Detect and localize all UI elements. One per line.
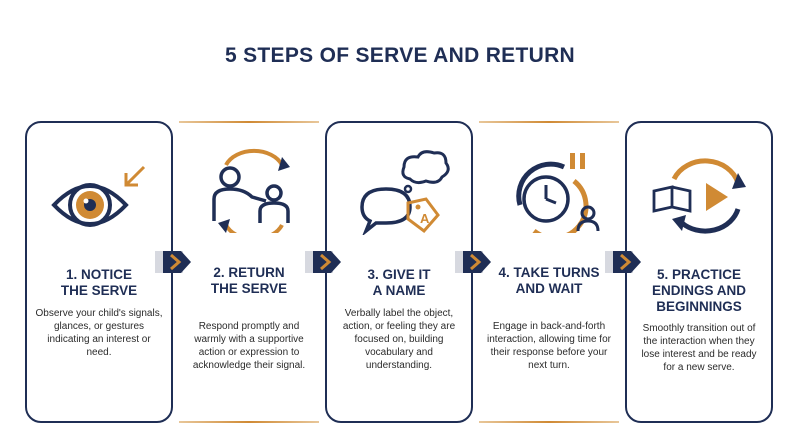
divider xyxy=(479,121,619,123)
step-card-give-name: A 3. GIVE IT A NAME Verbally label the o… xyxy=(325,121,473,423)
chevron-right-icon xyxy=(155,247,195,277)
divider xyxy=(479,421,619,423)
book-play-icon xyxy=(646,145,756,235)
step-description: Verbally label the object, action, or fe… xyxy=(342,308,456,371)
page-title: 5 STEPS OF SERVE AND RETURN xyxy=(225,44,575,67)
step-description: Respond promptly and warmly with a suppo… xyxy=(192,321,306,371)
chevron-right-icon xyxy=(455,247,495,277)
divider xyxy=(179,421,319,423)
clock-pause-icon xyxy=(494,143,604,233)
step-title: 1. NOTICE THE SERVE xyxy=(60,267,138,298)
step-title: 3. GIVE IT A NAME xyxy=(367,267,431,298)
step-card-take-turns: 4. TAKE TURNS AND WAIT Engage in back-an… xyxy=(475,121,623,423)
step-description: Observe your child's signals, glances, o… xyxy=(35,308,163,358)
speech-label-icon: A xyxy=(346,145,456,235)
step-card-notice: 1. NOTICE THE SERVE Observe your child's… xyxy=(25,121,173,423)
chevron-right-icon xyxy=(305,247,345,277)
step-title: 2. RETURN THE SERVE xyxy=(210,265,288,296)
step-card-return: 2. RETURN THE SERVE Respond promptly and… xyxy=(175,121,323,423)
chevron-right-icon xyxy=(605,247,645,277)
interaction-icon xyxy=(194,143,304,233)
svg-text:A: A xyxy=(420,211,430,226)
divider xyxy=(179,121,319,123)
step-description: Engage in back-and-forth interaction, al… xyxy=(487,321,611,371)
step-card-practice: 5. PRACTICE ENDINGS AND BEGINNINGS Smoot… xyxy=(625,121,773,423)
step-title: 5. PRACTICE ENDINGS AND BEGINNINGS xyxy=(651,267,746,314)
eye-icon xyxy=(46,145,156,235)
step-title: 4. TAKE TURNS AND WAIT xyxy=(498,265,600,296)
step-description: Smoothly transition out of the interacti… xyxy=(641,323,757,373)
